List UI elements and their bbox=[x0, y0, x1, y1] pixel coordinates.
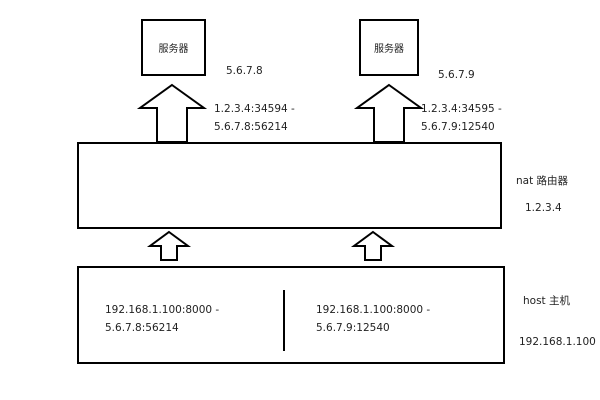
host-divider bbox=[283, 290, 285, 351]
nat-mapping-1-line2: 5.6.7.8:56214 bbox=[214, 121, 288, 133]
server-label-1: 服务器 bbox=[158, 44, 189, 55]
nat-mapping-1: 1.2.3.4:34594 - 5.6.7.8:56214 bbox=[214, 100, 295, 136]
nat-mapping-2-line2: 5.6.7.9:12540 bbox=[421, 121, 495, 133]
nat-mapping-2: 1.2.3.4:34595 - 5.6.7.9:12540 bbox=[421, 100, 502, 136]
server-ip-2: 5.6.7.9 bbox=[438, 69, 475, 81]
server-box-1: 服务器 bbox=[141, 19, 206, 76]
host-connection-2-line1: 192.168.1.100:8000 - bbox=[316, 304, 431, 316]
host-connection-1-line1: 192.168.1.100:8000 - bbox=[105, 304, 220, 316]
nat-router-label: nat 路由器 bbox=[516, 175, 569, 187]
nat-router-ip: 1.2.3.4 bbox=[525, 202, 562, 214]
arrow-up-icon-server-1 bbox=[136, 83, 208, 143]
nat-router-box bbox=[77, 142, 502, 229]
host-box bbox=[77, 266, 505, 364]
host-connection-2-line2: 5.6.7.9:12540 bbox=[316, 322, 390, 334]
nat-mapping-2-line1: 1.2.3.4:34595 - bbox=[421, 103, 502, 115]
nat-mapping-1-line1: 1.2.3.4:34594 - bbox=[214, 103, 295, 115]
server-box-2: 服务器 bbox=[359, 19, 419, 76]
host-connection-1: 192.168.1.100:8000 - 5.6.7.8:56214 bbox=[105, 301, 219, 337]
arrow-up-icon-server-2 bbox=[353, 83, 425, 143]
arrow-up-icon-nat-1 bbox=[146, 230, 192, 261]
server-label-2: 服务器 bbox=[374, 44, 404, 55]
arrow-up-icon-nat-2 bbox=[350, 230, 396, 261]
host-connection-1-line2: 5.6.7.8:56214 bbox=[105, 322, 179, 334]
host-connection-2: 192.168.1.100:8000 - 5.6.7.9:12540 bbox=[316, 301, 430, 337]
server-ip-1: 5.6.7.8 bbox=[226, 65, 263, 77]
host-label: host 主机 bbox=[523, 295, 571, 307]
host-ip: 192.168.1.100 bbox=[519, 336, 596, 348]
